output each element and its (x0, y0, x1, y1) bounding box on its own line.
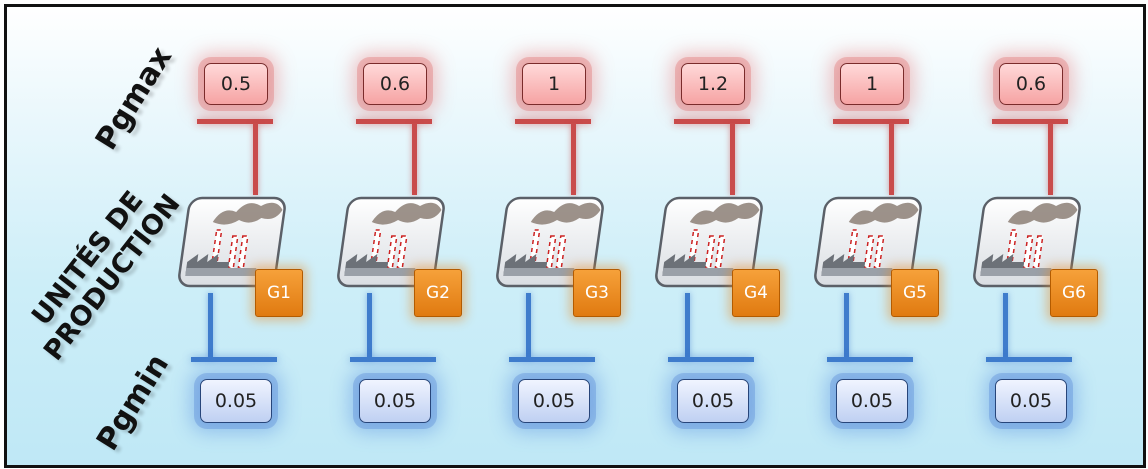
generator-column-g3: 1 G3 0.05 (491, 7, 641, 465)
factory-icon (814, 196, 922, 288)
generator-badge: G1 (255, 269, 303, 317)
pgmax-connector-bar (833, 119, 909, 124)
factory-icon (178, 196, 286, 288)
pgmin-connector-bar (668, 357, 754, 362)
pgmax-value: 1.2 (681, 63, 745, 105)
pgmin-connector-line (367, 293, 372, 359)
pgmin-connector-bar (986, 357, 1072, 362)
generator-column-g5: 1 G5 0.05 (809, 7, 959, 465)
pgmax-value: 0.5 (204, 63, 268, 105)
pgmin-connector-line (526, 293, 531, 359)
pgmax-connector-line (889, 123, 894, 195)
pgmax-connector-bar (515, 119, 591, 124)
pgmin-value: 0.05 (518, 379, 590, 423)
pgmax-connector-line (1048, 123, 1053, 195)
pgmax-value: 1 (522, 63, 586, 105)
generator-column-g4: 1.2 G4 0.05 (650, 7, 800, 465)
generator-badge: G5 (891, 269, 939, 317)
pgmax-value: 0.6 (363, 63, 427, 105)
pgmax-connector-bar (356, 119, 432, 124)
pgmin-connector-line (685, 293, 690, 359)
pgmax-connector-line (253, 123, 258, 195)
pgmin-value: 0.05 (836, 379, 908, 423)
generator-column-g2: 0.6 G2 0.05 (332, 7, 482, 465)
pgmin-connector-bar (350, 357, 436, 362)
generator-column-g1: 0.5 G1 0.05 (173, 7, 323, 465)
pgmin-connector-line (208, 293, 213, 359)
pgmax-connector-bar (674, 119, 750, 124)
diagram-frame: Pgmax UNITÉS DE PRODUCTION Pgmin 0.5 (4, 4, 1146, 468)
pgmin-value: 0.05 (677, 379, 749, 423)
pgmin-connector-line (844, 293, 849, 359)
pgmin-connector-line (1003, 293, 1008, 359)
pgmax-connector-line (412, 123, 417, 195)
generator-badge: G3 (573, 269, 621, 317)
pgmin-connector-bar (827, 357, 913, 362)
pgmax-value: 0.6 (999, 63, 1063, 105)
factory-icon (655, 196, 763, 288)
pgmin-row-label: Pgmin (89, 348, 177, 457)
pgmin-value: 0.05 (200, 379, 272, 423)
pgmax-row-label: Pgmax (88, 40, 180, 157)
pgmax-connector-bar (992, 119, 1068, 124)
pgmax-connector-line (730, 123, 735, 195)
pgmax-connector-line (571, 123, 576, 195)
pgmin-value: 0.05 (359, 379, 431, 423)
factory-icon (337, 196, 445, 288)
generator-column-g6: 0.6 G6 0.05 (968, 7, 1118, 465)
pgmax-connector-bar (197, 119, 273, 124)
pgmin-value: 0.05 (995, 379, 1067, 423)
units-row-label: UNITÉS DE PRODUCTION (11, 166, 189, 370)
pgmin-connector-bar (509, 357, 595, 362)
factory-icon (973, 196, 1081, 288)
pgmin-connector-bar (191, 357, 277, 362)
factory-icon (496, 196, 604, 288)
generator-badge: G4 (732, 269, 780, 317)
generator-badge: G6 (1050, 269, 1098, 317)
pgmax-value: 1 (840, 63, 904, 105)
generator-badge: G2 (414, 269, 462, 317)
